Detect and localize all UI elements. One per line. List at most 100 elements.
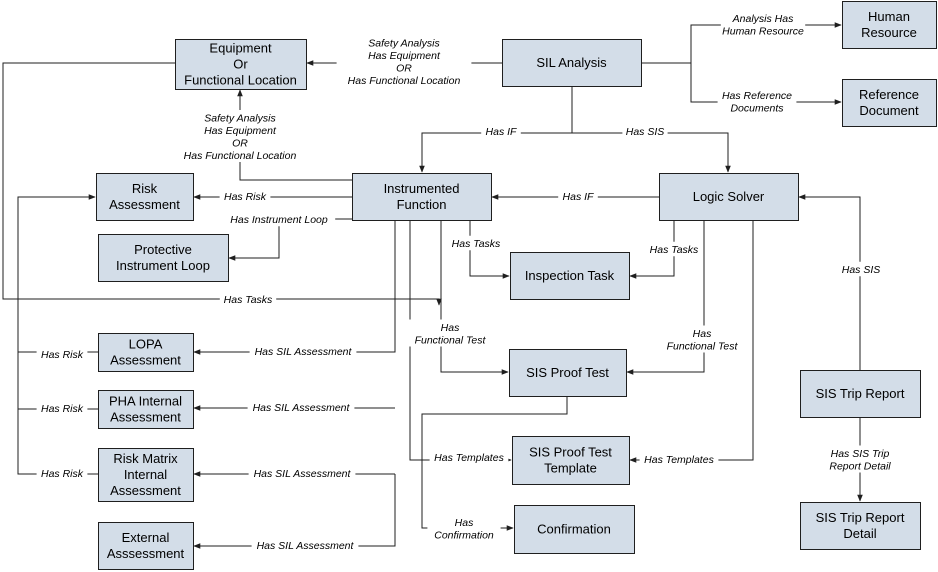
- edge-label-line: Report Detail: [829, 460, 891, 472]
- node-box: [510, 252, 630, 300]
- edge-label-lopa-to-risk: Has Risk: [36, 346, 88, 362]
- node-label-line: LOPA: [129, 337, 163, 352]
- node-box: [509, 349, 627, 397]
- edge-label-line: Has Tasks: [650, 244, 699, 256]
- edge-label-line: OR: [396, 62, 412, 74]
- node-box: [98, 333, 194, 372]
- edge-label-line: Has: [693, 328, 712, 340]
- edge-label-if-to-pha: Has SIL Assessment: [247, 399, 355, 415]
- edge-label-line: Has Instrument Loop: [230, 214, 328, 226]
- node-logic-solver: Logic Solver: [659, 173, 799, 221]
- node-label-line: Risk Matrix: [113, 451, 178, 466]
- node-label-line: Assessment: [110, 353, 181, 368]
- node-box: [98, 448, 194, 502]
- edge-label-equipment-to-inspection-task: Has Tasks: [219, 291, 277, 307]
- node-label-line: SIS Trip Report: [816, 510, 905, 525]
- node-label-line: SIS Trip Report: [816, 386, 905, 401]
- node-label-line: Confirmation: [537, 522, 611, 537]
- node-label-line: Asssessment: [107, 546, 185, 561]
- node-sil-analysis: SIL Analysis: [502, 39, 642, 87]
- node-label-line: Functional Location: [184, 73, 297, 88]
- edge-label-if-to-risk-matrix: Has SIL Assessment: [248, 465, 356, 481]
- edge-label-logic-solver-to-template: Has Templates: [639, 451, 719, 467]
- edge-label-line: Has Reference: [722, 90, 792, 102]
- edge-lopa-to-risk: [17, 194, 98, 353]
- node-confirmation: Confirmation: [514, 505, 635, 554]
- node-label-line: Instrumented: [384, 181, 460, 196]
- edge-label-line: Has Tasks: [452, 238, 501, 250]
- edge-logic-solver-to-proof-test: [626, 220, 705, 375]
- node-label-line: PHA Internal: [109, 394, 182, 409]
- node-label-line: Protective: [134, 242, 192, 257]
- node-box: [659, 173, 799, 221]
- edge-label-line: Functional Test: [415, 334, 487, 346]
- node-label-line: Instrument Loop: [116, 258, 210, 273]
- edge-label-risk-matrix-to-risk: Has Risk: [36, 465, 88, 481]
- edge-label-if-to-inspection-task: Has Tasks: [447, 235, 505, 251]
- edge-label-if-to-instrument-loop: Has Instrument Loop: [222, 211, 336, 227]
- node-label-line: SIS Proof Test: [526, 365, 609, 380]
- edge-label-line: Has SIS: [626, 126, 665, 138]
- node-box: [502, 39, 642, 87]
- node-label-line: Template: [544, 461, 597, 476]
- edge-label-line: Has SIL Assessment: [257, 540, 355, 552]
- edge-label-line: Has Templates: [644, 454, 714, 466]
- node-label-line: Resource: [861, 25, 917, 40]
- edge-label-line: Has Functional Location: [348, 75, 461, 87]
- edge-label-line: Has Risk: [41, 403, 84, 415]
- edge-label-line: Confirmation: [434, 529, 494, 541]
- node-label-line: Or: [233, 57, 248, 72]
- edge-if-to-proof-test: [440, 220, 509, 375]
- node-box: [800, 502, 921, 550]
- edge-label-line: Has Tasks: [224, 294, 273, 306]
- edge-label-line: Has SIS: [842, 264, 881, 276]
- edge-label-line: Has Risk: [41, 468, 84, 480]
- edge-equipment-to-inspection-task: [2, 62, 442, 306]
- node-label-line: Assessment: [110, 410, 181, 425]
- edge-label-line: Has IF: [563, 191, 595, 203]
- node-box: [98, 234, 229, 282]
- edge-label-if-to-risk: Has Risk: [219, 188, 271, 204]
- edge-label-line: Analysis Has: [732, 13, 794, 25]
- node-label-line: Detail: [843, 526, 876, 541]
- node-sis-trip-report: SIS Trip Report: [800, 370, 921, 418]
- edge-label-pha-to-risk: Has Risk: [36, 400, 88, 416]
- node-label-line: Risk: [132, 181, 158, 196]
- edge-label-trip-report-to-logic-solver: Has SIS: [838, 261, 884, 277]
- edge-logic-solver-to-inspection-task: [629, 220, 675, 279]
- node-box: [352, 173, 492, 221]
- edge-label-line: Has SIL Assessment: [253, 402, 351, 414]
- edge-label-line: OR: [232, 137, 248, 149]
- edge-label-line: Human Resource: [722, 25, 804, 37]
- edge-label-logic-solver-to-inspection-task: Has Tasks: [645, 241, 703, 257]
- node-label-line: Logic Solver: [693, 189, 765, 204]
- edge-label-line: Has SIL Assessment: [255, 346, 353, 358]
- edge-if-to-external: [193, 474, 396, 549]
- edge-trip-report-to-logic-solver: [798, 194, 861, 370]
- edge-label-if-to-external: Has SIL Assessment: [251, 537, 359, 553]
- edge-label-line: Has Risk: [224, 191, 267, 203]
- node-box: [512, 436, 630, 485]
- edge-label-line: Functional Test: [667, 340, 739, 352]
- edge-label-line: Safety Analysis: [368, 37, 440, 49]
- edge-label-logic-solver-to-if: Has IF: [558, 188, 598, 204]
- edge-label-if-to-template: Has Templates: [429, 449, 509, 465]
- edge-label-line: Has Equipment: [368, 50, 441, 62]
